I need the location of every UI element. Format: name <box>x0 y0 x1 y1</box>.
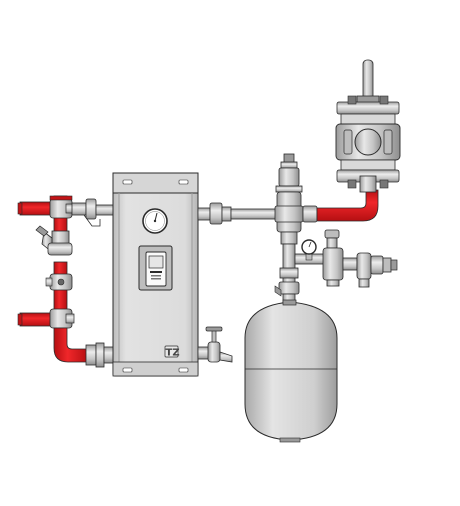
red-pipe-to-pump <box>302 189 379 223</box>
drain-valve <box>197 326 233 363</box>
lid-slot-right <box>178 179 189 185</box>
lower-left-red-pipe-cap <box>17 313 23 326</box>
lower-ball-valve <box>49 308 75 329</box>
boiler-thermometer-gauge-icon <box>142 208 168 234</box>
lid-slot-left <box>122 179 133 185</box>
air-separator <box>274 153 304 245</box>
pressure-relief-valve <box>322 229 344 287</box>
expansion-tank <box>244 299 338 441</box>
top-shutoff-handle <box>362 59 374 101</box>
lower-inlet-union <box>85 342 116 368</box>
safety-group-manifold <box>294 229 398 288</box>
tank-feed-pipe <box>274 243 300 305</box>
fill-pressure-reducer <box>342 252 398 288</box>
pump-motor-icon <box>354 128 382 156</box>
tank-bottom-fitting <box>279 437 301 443</box>
left-supply-return-piping <box>17 195 116 368</box>
bottom-slot-right <box>178 367 189 373</box>
middle-ball-valve <box>45 273 73 291</box>
bottom-slot-left <box>122 367 133 373</box>
y-strainer <box>35 225 73 256</box>
boiler-control-display <box>138 245 173 291</box>
upper-inlet-union <box>71 198 115 227</box>
boiler-brand-badge: TZ <box>164 345 180 359</box>
upper-left-red-pipe-cap <box>17 202 23 215</box>
lower-red-elbow-pipe <box>53 327 89 363</box>
boiler-badge-text: TZ <box>166 348 180 359</box>
boiler-outlet-pipe <box>197 202 280 225</box>
electric-boiler-cabinet: TZ <box>112 172 199 377</box>
manifold-pressure-gauge-icon <box>301 239 317 261</box>
red-elbow-to-pump <box>316 189 379 222</box>
upper-ball-valve <box>49 195 75 219</box>
circulation-pump-assembly <box>335 59 401 193</box>
cabinet-top-lid <box>112 172 199 194</box>
cabinet-bottom-plinth <box>112 361 199 377</box>
